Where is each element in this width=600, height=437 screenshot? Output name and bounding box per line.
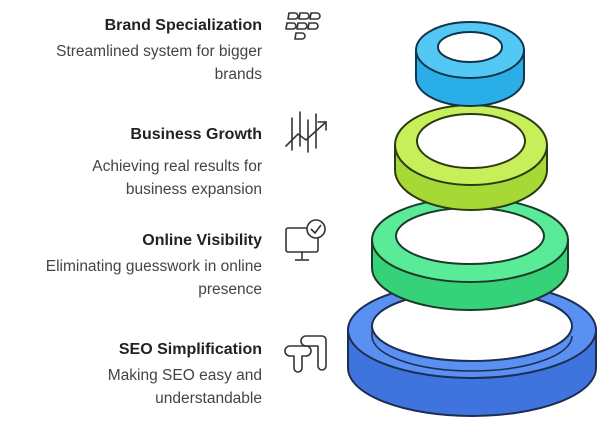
- ring-brand-specialization: [415, 21, 525, 107]
- item-description-line: brands: [214, 66, 262, 83]
- item-description: Streamlined system for bigger brands: [0, 40, 262, 86]
- item-description-line: business expansion: [125, 181, 262, 198]
- item-title: Brand Specialization: [104, 17, 262, 34]
- item-title: Business Growth: [130, 126, 262, 143]
- item-online-visibility: Online Visibility Eliminating guesswork …: [0, 231, 262, 301]
- item-description-line: Streamlined system for bigger: [56, 43, 262, 60]
- growth-chart-icon: [285, 111, 327, 153]
- item-description: Making SEO easy and understandable: [0, 364, 262, 410]
- item-title: SEO Simplification: [118, 341, 262, 358]
- item-brand-specialization: Brand Specialization Streamlined system …: [0, 16, 262, 86]
- item-seo-simplification: SEO Simplification Making SEO easy and u…: [0, 340, 262, 410]
- item-description: Eliminating guesswork in online presence: [0, 255, 262, 301]
- item-description: Achieving real results for business expa…: [0, 155, 262, 201]
- item-description-line: Achieving real results for: [92, 158, 262, 175]
- item-business-growth: Business Growth Achieving real results f…: [0, 125, 262, 201]
- ring-online-visibility: [371, 197, 569, 311]
- item-description-line: Eliminating guesswork in online: [45, 258, 262, 275]
- item-description-line: presence: [198, 281, 262, 298]
- monitor-check-icon: [285, 219, 326, 261]
- ring-business-growth: [394, 104, 548, 211]
- item-title: Online Visibility: [142, 232, 262, 249]
- blackberry-icon: [285, 12, 321, 40]
- item-description-line: understandable: [155, 390, 262, 407]
- seo-path-icon: [284, 335, 327, 373]
- item-description-line: Making SEO easy and: [107, 367, 262, 384]
